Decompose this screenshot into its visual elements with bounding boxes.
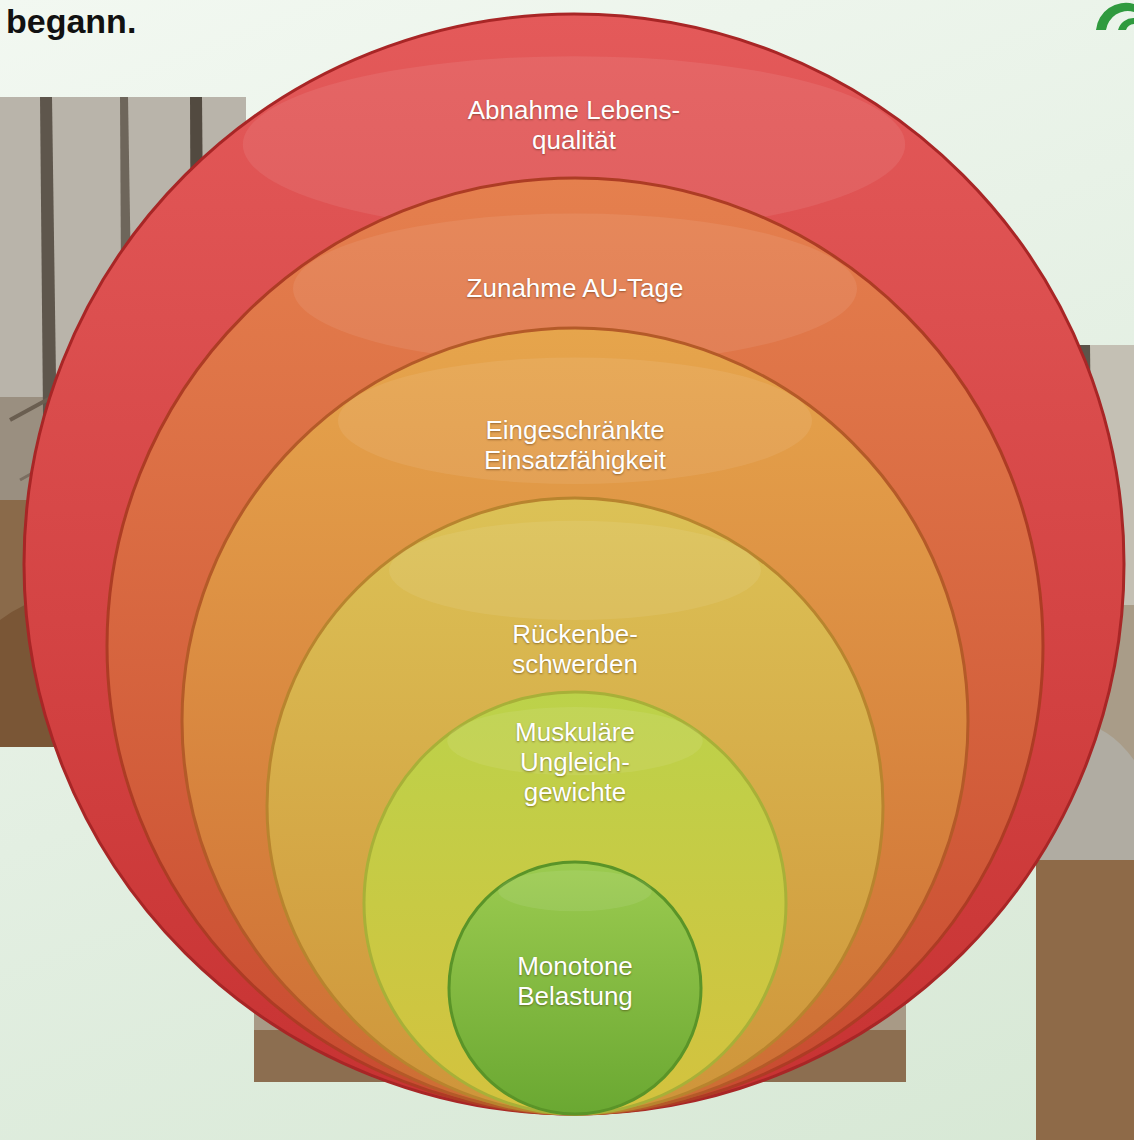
circle-label: Abnahme Lebens- qualität (454, 96, 694, 156)
circle-text: Monotone Belastung (500, 952, 650, 1012)
circle-text: Muskuläre Ungleich- gewichte (500, 718, 650, 808)
nested-circle: Rückenbe- schwerdenMuskuläre Ungleich- g… (265, 496, 885, 1116)
circle-label: Monotone Belastung (500, 952, 650, 1012)
circle-label: Zunahme AU-Tage (415, 274, 735, 304)
nested-circle: Muskuläre Ungleich- gewichteMonotone Bel… (362, 690, 788, 1116)
nested-circle: Monotone Belastung (447, 860, 703, 1116)
circle-text: Abnahme Lebens- qualität (454, 96, 694, 156)
logo-fragment (1118, 18, 1134, 30)
logo-fragment (1096, 3, 1134, 30)
nested-circle: Eingeschränkte EinsatzfähigkeitRückenbe-… (180, 326, 970, 1116)
nested-circle: Abnahme Lebens- qualitätZunahme AU-TageE… (22, 12, 1126, 1116)
circle-text: Rückenbe- schwerden (495, 620, 655, 680)
circle-text: Eingeschränkte Einsatzfähigkeit (455, 416, 695, 476)
title-fragment: begann. (6, 2, 136, 41)
circle-label: Muskuläre Ungleich- gewichte (500, 718, 650, 808)
circle-label: Eingeschränkte Einsatzfähigkeit (455, 416, 695, 476)
circle-label: Rückenbe- schwerden (495, 620, 655, 680)
nested-circle: Zunahme AU-TageEingeschränkte Einsatzfäh… (105, 176, 1045, 1116)
circle-text: Zunahme AU-Tage (415, 274, 735, 304)
